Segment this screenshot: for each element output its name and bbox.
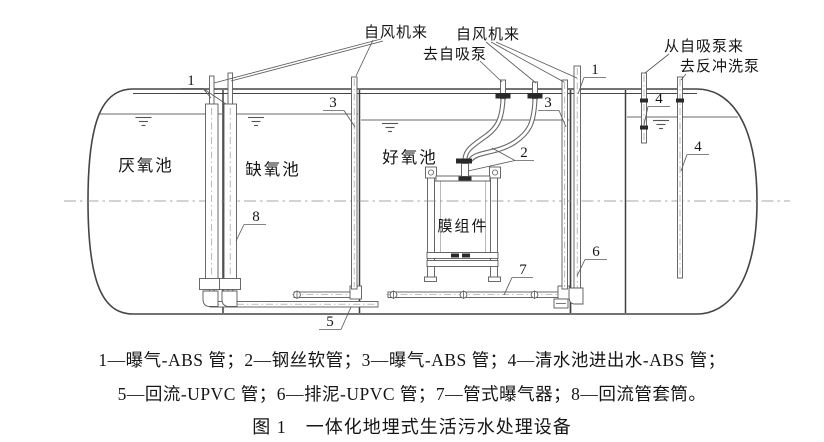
aerobic-pool-label: 好氧池 bbox=[382, 148, 438, 167]
membrane-module-label: 膜组件 bbox=[437, 218, 488, 235]
callout-7: 7 bbox=[519, 262, 527, 278]
callout-4-lower: 4 bbox=[694, 139, 702, 155]
callout-2: 2 bbox=[520, 145, 528, 161]
to-backwash-pump-label: 去反冲洗泵 bbox=[680, 58, 760, 75]
callout-5: 5 bbox=[326, 314, 334, 330]
callout-3-left: 3 bbox=[329, 95, 337, 111]
legend-line-2: 5—回流-UPVC 管；6—排泥-UPVC 管；7—管式曝气器；8—回流管套筒。 bbox=[117, 384, 707, 404]
anoxic-pool-label: 缺氧池 bbox=[245, 160, 301, 179]
wire-hose-2 bbox=[456, 98, 538, 181]
water-level-icon bbox=[135, 116, 152, 127]
anoxic-aerator-pipe bbox=[292, 285, 362, 300]
callout-6: 6 bbox=[592, 244, 600, 260]
from-self-priming-pump-label: 从自吸泵来 bbox=[664, 38, 744, 55]
callout-1-left: 1 bbox=[187, 73, 195, 89]
partition-walls bbox=[222, 90, 627, 313]
water-level-icon bbox=[382, 122, 398, 133]
water-level-icon bbox=[248, 116, 264, 127]
aeration-pipe-3-right bbox=[561, 79, 568, 290]
diagram-canvas: 厌氧池 缺氧池 好氧池 膜组件 自风机来 自风机来 去自吸泵 从自吸泵来 去反冲… bbox=[64, 24, 790, 330]
to-self-priming-pump-label: 去自吸泵 bbox=[423, 46, 487, 63]
tank-outline bbox=[87, 88, 758, 315]
aeration-pipes-1-left-with-sleeves-8 bbox=[199, 72, 241, 307]
from-blower-right-label: 自风机来 bbox=[456, 26, 520, 43]
annotation-leaders bbox=[213, 38, 687, 84]
figure-title: 图 1 一体化地埋式生活污水处理设备 bbox=[252, 417, 572, 437]
legend-line-1: 1—曝气-ABS 管；2—钢丝软管；3—曝气-ABS 管；4—清水池进出水-AB… bbox=[98, 350, 726, 370]
callout-4-upper: 4 bbox=[655, 91, 663, 107]
water-level-icon bbox=[653, 119, 669, 130]
sludge-pipe-6 bbox=[553, 65, 584, 309]
callout-leaders bbox=[181, 77, 709, 330]
anaerobic-pool-label: 厌氧池 bbox=[118, 156, 174, 175]
callout-8: 8 bbox=[252, 209, 260, 225]
clean-water-pipes-4 bbox=[640, 72, 684, 279]
callout-3-right: 3 bbox=[544, 95, 552, 111]
from-blower-left-label: 自风机来 bbox=[364, 24, 428, 41]
tubular-aerator-pipe-7 bbox=[386, 285, 570, 300]
aeration-pipe-3-left bbox=[351, 76, 358, 290]
callout-1-right: 1 bbox=[591, 62, 599, 78]
